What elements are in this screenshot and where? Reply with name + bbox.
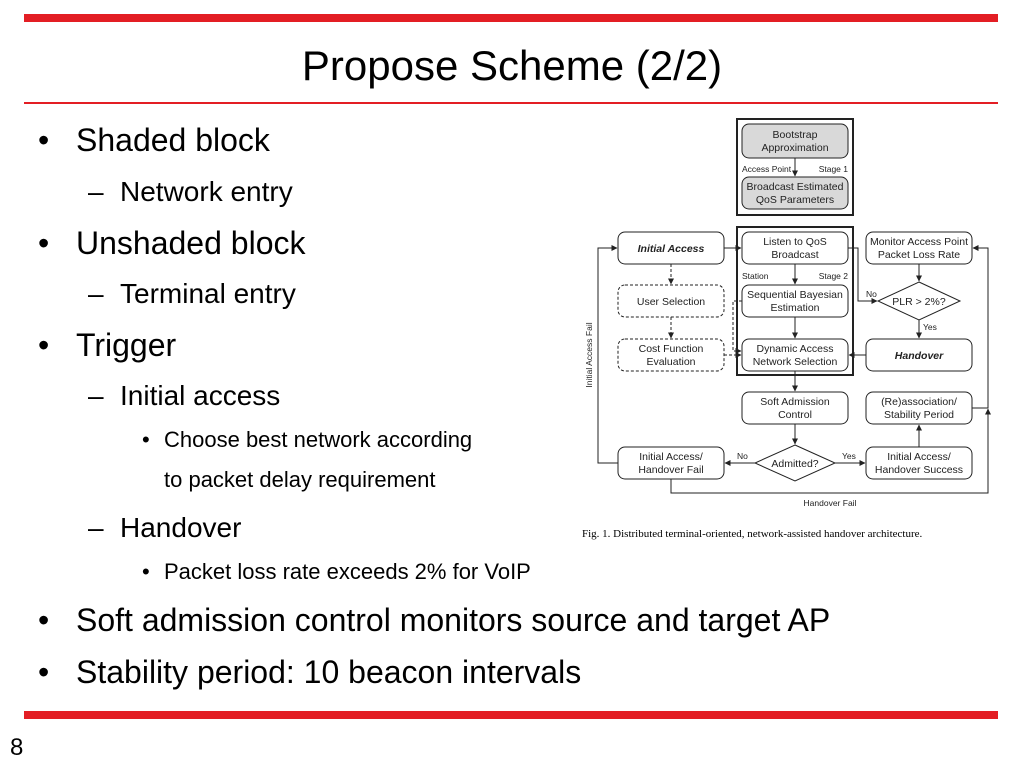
initial-access-label: Initial Access (638, 243, 705, 255)
top-accent-bar (24, 14, 998, 22)
no-label-admitted: No (737, 451, 748, 461)
handover-fail-label: Handover Fail (804, 498, 857, 508)
detail-packet-delay: to packet delay requirement (164, 467, 436, 492)
station-label: Station (742, 271, 769, 281)
detail-packet-loss: Packet loss rate exceeds 2% for VoIP (164, 559, 531, 584)
sub-bullet-initial-access: Initial access (120, 380, 281, 411)
page-number: 8 (10, 734, 24, 761)
bullet-trigger: Trigger (76, 327, 177, 363)
fail-label: Handover Fail (638, 464, 703, 476)
soft-admission-label: Soft Admission (760, 396, 830, 408)
reassociation-label: Stability Period (884, 409, 954, 421)
sub-bullet-marker: – (88, 176, 104, 207)
bottom-accent-bar (24, 711, 998, 719)
yes-label-admitted: Yes (842, 451, 856, 461)
access-point-label: Access Point (742, 164, 792, 174)
bullet-marker: • (38, 225, 50, 261)
cost-function-label: Cost Function (639, 343, 704, 355)
cost-function-label: Evaluation (646, 356, 695, 368)
broadcast-label: QoS Parameters (756, 194, 834, 206)
detail-choose-best-network: Choose best network according (164, 427, 473, 452)
sub-bullet-marker: – (88, 512, 104, 543)
bootstrap-label: Bootstrap (773, 129, 818, 141)
sub-bullet-handover: Handover (120, 512, 242, 543)
sub-bullet-marker: – (88, 278, 104, 309)
bullet-stability-period: Stability period: 10 beacon intervals (76, 654, 582, 690)
listen-label: Broadcast (771, 249, 818, 261)
initial-access-fail-label: Initial Access Fail (584, 322, 594, 387)
sub-bullet-marker: – (88, 380, 104, 411)
user-selection-label: User Selection (637, 296, 705, 308)
dynamic-label: Dynamic Access (756, 343, 833, 355)
reassociation-label: (Re)association/ (881, 396, 957, 408)
handover-label: Handover (895, 350, 944, 362)
fail-label: Initial Access/ (639, 451, 703, 463)
figure-caption: Fig. 1. Distributed terminal-oriented, n… (582, 528, 923, 540)
stage1-label: Stage 1 (819, 164, 849, 174)
success-label: Handover Success (875, 464, 963, 476)
bullet-marker: • (38, 654, 50, 690)
soft-admission-label: Control (778, 409, 812, 421)
broadcast-label: Broadcast Estimated (747, 181, 844, 193)
admitted-label: Admitted? (771, 458, 818, 470)
listen-label: Listen to QoS (763, 236, 827, 248)
title-underline (24, 102, 998, 104)
detail-bullet-marker: • (142, 559, 150, 584)
broadcast-box (741, 176, 849, 210)
no-label-plr: No (866, 289, 877, 299)
stage1-container (736, 118, 854, 216)
admitted-diamond (753, 444, 837, 482)
bootstrap-label: Approximation (761, 142, 828, 154)
bayesian-label: Estimation (770, 302, 819, 314)
stage2-label: Stage 2 (819, 271, 849, 281)
monitor-label: Monitor Access Point (870, 236, 968, 248)
slide-title: Propose Scheme (2/2) (301, 42, 723, 89)
bullet-unshaded-block: Unshaded block (76, 225, 306, 261)
sub-bullet-network-entry: Network entry (120, 176, 293, 207)
detail-bullet-marker: • (142, 427, 150, 452)
success-label: Initial Access/ (887, 451, 951, 463)
dynamic-label: Network Selection (753, 356, 838, 368)
bullet-marker: • (38, 602, 50, 638)
bullet-marker: • (38, 327, 50, 363)
monitor-label: Packet Loss Rate (878, 249, 960, 261)
handover-architecture-figure: Bootstrap Approximation Broadcast Estima… (584, 118, 991, 508)
bullet-marker: • (38, 122, 50, 158)
bullet-shaded-block: Shaded block (76, 122, 270, 158)
plr-label: PLR > 2%? (892, 296, 946, 308)
yes-label-plr: Yes (923, 322, 937, 332)
bullet-soft-admission: Soft admission control monitors source a… (76, 602, 831, 638)
sub-bullet-terminal-entry: Terminal entry (120, 278, 296, 309)
bayesian-label: Sequential Bayesian (747, 289, 843, 301)
